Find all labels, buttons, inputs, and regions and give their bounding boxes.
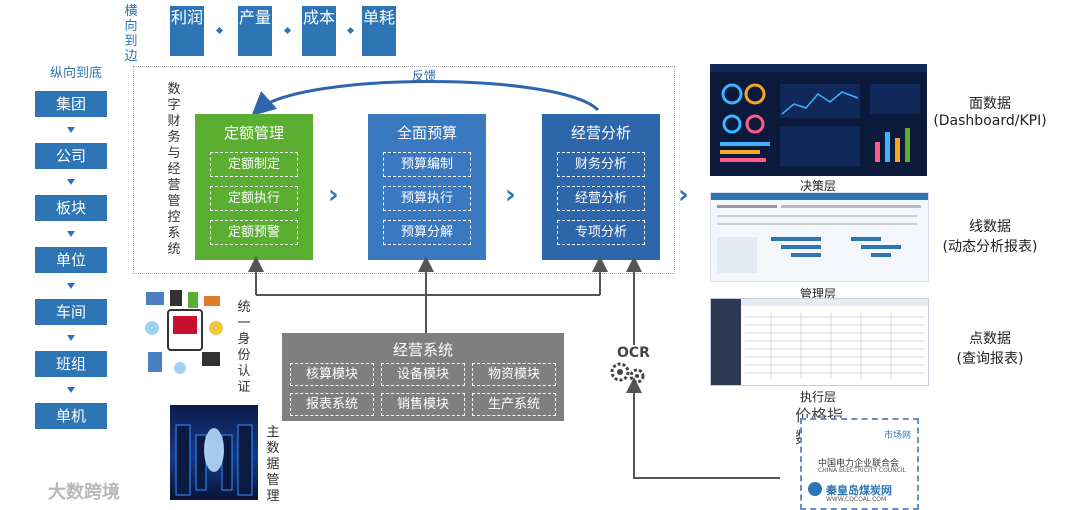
chevron-right-icon: › bbox=[505, 180, 516, 210]
chain-item-machine: 单机 bbox=[35, 403, 107, 429]
ocr-label: OCR bbox=[617, 345, 650, 361]
server-room-image bbox=[170, 405, 258, 500]
market-net-logo: 市场网 bbox=[883, 431, 911, 441]
line-data-title: 线数据 bbox=[969, 219, 1011, 235]
point-data-sub: (查询报表) bbox=[956, 351, 1024, 367]
ops-item: 设备模块 bbox=[381, 363, 465, 386]
dashboard-screenshot bbox=[710, 64, 927, 176]
point-data-title: 点数据 bbox=[969, 331, 1011, 347]
module-item: 经营分析 bbox=[557, 186, 645, 211]
module-item: 定额执行 bbox=[210, 186, 298, 211]
chain-item-group: 集团 bbox=[35, 91, 107, 117]
module-analysis: 经营分析 财务分析 经营分析 专项分析 bbox=[542, 114, 660, 260]
top-item-cost: 成本 bbox=[302, 6, 336, 56]
line-data-label: 线数据 (动态分析报表) bbox=[925, 216, 1055, 256]
chevron-right-icon: › bbox=[328, 180, 339, 210]
surface-data-label: 面数据 (Dashboard/KPI) bbox=[925, 93, 1055, 129]
layer-decision: 决策层 bbox=[800, 179, 837, 193]
ops-title: 经营系统 bbox=[392, 341, 453, 359]
ops-item: 销售模块 bbox=[381, 393, 465, 416]
down-arrow-icon bbox=[67, 231, 75, 237]
top-item-consumption: 单耗 bbox=[362, 6, 396, 56]
system-frame bbox=[133, 66, 675, 274]
coal-logo-text: 秦皇岛煤炭网 bbox=[826, 484, 892, 497]
down-arrow-icon bbox=[67, 387, 75, 393]
top-item-profit: 利润 bbox=[170, 6, 204, 56]
module-title: 定额管理 bbox=[223, 124, 284, 142]
master-data-label: 主数据管理 bbox=[266, 425, 280, 504]
system-label: 数字财务与经营管控系统 bbox=[167, 82, 181, 257]
chevron-right-icon: › bbox=[678, 180, 689, 210]
module-item: 定额制定 bbox=[210, 152, 298, 177]
line-data-sub: (动态分析报表) bbox=[942, 239, 1038, 255]
module-item: 预算分解 bbox=[383, 220, 471, 245]
module-item: 专项分析 bbox=[557, 220, 645, 245]
watermark: 大数跨境 bbox=[48, 482, 120, 503]
down-arrow-icon bbox=[67, 335, 75, 341]
module-item: 预算编制 bbox=[383, 152, 471, 177]
surface-data-title: 面数据 bbox=[969, 96, 1011, 112]
module-title: 经营分析 bbox=[570, 124, 631, 142]
cec-logo-text: 中国电力企业联合会 bbox=[818, 459, 900, 469]
down-arrow-icon bbox=[67, 179, 75, 185]
point-data-label: 点数据 (查询报表) bbox=[925, 328, 1055, 368]
chain-item-sector: 板块 bbox=[35, 195, 107, 221]
ops-item: 物资模块 bbox=[472, 363, 556, 386]
gear-icon bbox=[608, 360, 648, 390]
feedback-label: 反馈 bbox=[412, 69, 437, 83]
module-item: 定额预警 bbox=[210, 220, 298, 245]
point-report-screenshot bbox=[710, 298, 929, 386]
feedback-arrow bbox=[251, 80, 600, 117]
ops-item: 核算模块 bbox=[290, 363, 374, 386]
down-arrow-icon bbox=[67, 127, 75, 133]
chain-item-team: 班组 bbox=[35, 351, 107, 377]
chain-item-company: 公司 bbox=[35, 143, 107, 169]
horizontal-title: 横向到边 bbox=[124, 4, 138, 64]
top-item-output: 产量 bbox=[238, 6, 272, 56]
vertical-title: 纵向到底 bbox=[49, 66, 102, 81]
ops-item: 生产系统 bbox=[472, 393, 556, 416]
chain-item-unit: 单位 bbox=[35, 247, 107, 273]
surface-data-sub: (Dashboard/KPI) bbox=[933, 113, 1047, 129]
cec-logo-en: CHINA ELECTRICITY COUNCIL bbox=[818, 467, 906, 474]
module-title: 全面预算 bbox=[396, 124, 457, 142]
layer-management: 管理层 bbox=[800, 287, 837, 301]
module-item: 财务分析 bbox=[557, 152, 645, 177]
coal-logo-icon bbox=[808, 482, 822, 496]
line-report-screenshot bbox=[710, 192, 929, 282]
identity-illustration bbox=[140, 288, 230, 383]
ops-system-panel: 经营系统 核算模块 设备模块 物资模块 报表系统 销售模块 生产系统 bbox=[282, 333, 564, 421]
price-sources-box: 市场网 中国电力企业联合会 CHINA ELECTRICITY COUNCIL … bbox=[800, 418, 919, 510]
down-arrow-icon bbox=[67, 283, 75, 289]
chain-item-workshop: 车间 bbox=[35, 299, 107, 325]
layer-execution: 执行层 bbox=[800, 390, 837, 404]
module-item: 预算执行 bbox=[383, 186, 471, 211]
coal-logo-url: WWW.CQCOAL.COM bbox=[826, 496, 887, 503]
auth-label: 统一身份认证 bbox=[237, 300, 251, 395]
module-quota: 定额管理 定额制定 定额执行 定额预警 bbox=[195, 114, 313, 260]
module-budget: 全面预算 预算编制 预算执行 预算分解 bbox=[368, 114, 486, 260]
ops-item: 报表系统 bbox=[290, 393, 374, 416]
